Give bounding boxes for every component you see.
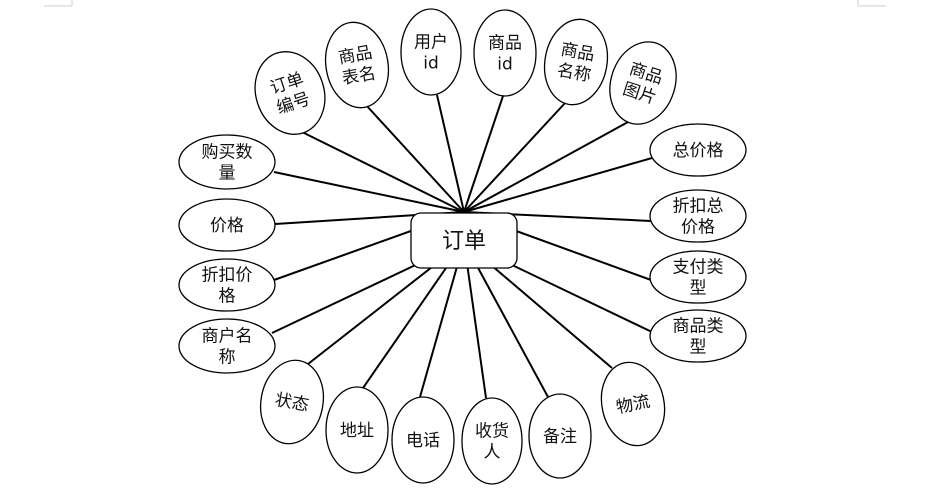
attribute-ellipse[interactable] [649,123,747,177]
attribute-ellipse[interactable] [538,14,614,109]
attribute-label: 购买数 [202,142,253,162]
attribute-node[interactable]: 物流 [594,356,672,451]
attribute-ellipse[interactable] [325,386,389,474]
attribute-node[interactable]: 收货人 [461,397,523,485]
attribute-node[interactable]: 状态 [254,355,330,448]
attribute-label: 折扣价 [202,265,253,285]
attribute-label: 用户 [414,32,448,52]
attribute-ellipse[interactable] [473,9,537,97]
attribute-ellipse[interactable] [178,258,276,312]
connector-line [297,129,465,213]
attribute-node[interactable]: 总价格 [649,123,747,177]
attribute-label: 商品 [488,33,522,53]
attribute-node[interactable]: 价格 [178,198,276,252]
connector-line [463,101,567,213]
attribute-node[interactable]: 地址 [325,386,389,474]
connector-line [463,95,504,213]
attribute-ellipse[interactable] [461,397,523,485]
attribute-ellipse[interactable] [594,356,672,451]
attribute-label: 商户名 [202,326,253,346]
attribute-node[interactable]: 备注 [528,393,592,479]
attribute-label: 支付类 [673,257,724,277]
attribute-ellipse[interactable] [178,198,276,252]
attribute-label: 备注 [543,427,577,447]
connector-line [436,94,465,213]
entity-label: 订单 [442,229,486,254]
attribute-ellipse[interactable] [649,309,747,363]
attribute-ellipse[interactable] [400,8,462,96]
attribute-label: id [423,53,439,73]
attribute-label: 价格 [681,217,715,237]
attribute-ellipse[interactable] [254,355,330,448]
attribute-label: 收货 [475,421,509,441]
attribute-label: 型 [690,337,707,357]
attribute-ellipse[interactable] [178,318,276,374]
attribute-ellipse[interactable] [528,393,592,479]
attribute-label: 电话 [406,431,440,451]
attribute-label: 人 [484,442,501,462]
attribute-label: 型 [690,278,707,298]
entity-box[interactable] [410,212,518,269]
attribute-ellipse[interactable] [649,189,747,243]
connector-line [463,157,653,213]
attribute-ellipse[interactable] [245,43,336,144]
attribute-ellipse[interactable] [649,250,747,304]
attribute-label: 折扣总 [673,196,724,216]
attribute-label: 称 [219,347,236,367]
connector-line [273,171,465,213]
connector-line [463,121,629,213]
entity-order[interactable]: 订单 [410,212,518,269]
attribute-ellipse[interactable] [391,396,455,484]
attribute-ellipse[interactable] [600,33,687,133]
attribute-label: id [497,54,513,74]
attribute-node[interactable]: 电话 [391,396,455,484]
attribute-ellipse[interactable] [319,17,395,112]
connector-line [365,104,465,213]
attribute-label: 格 [219,286,236,306]
page-corner-marks [44,0,886,7]
attribute-label: 商品类 [673,316,724,336]
attribute-ellipse[interactable] [178,134,276,190]
attribute-label: 总价格 [673,141,724,161]
attribute-label: 地址 [340,421,374,441]
attribute-label: 价格 [210,216,244,236]
attribute-label: 量 [219,163,236,183]
